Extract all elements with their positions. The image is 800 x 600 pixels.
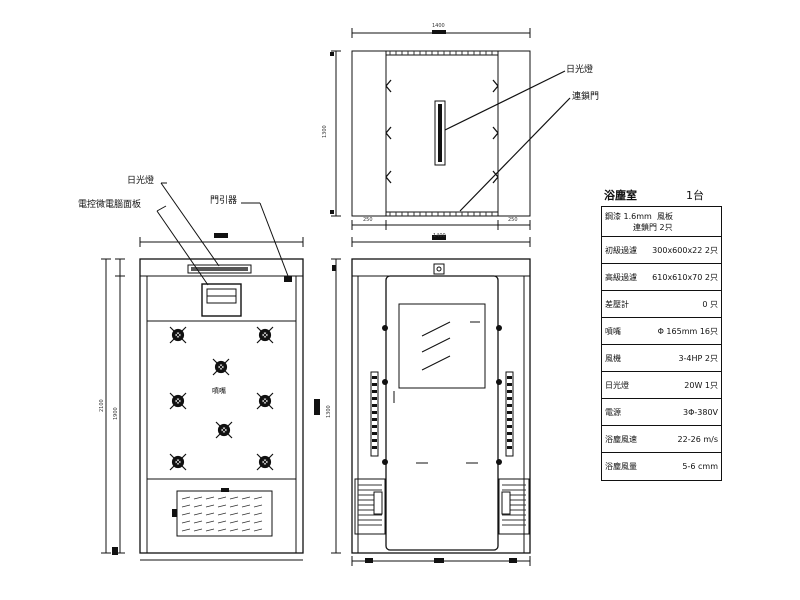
dim-side-left: 250 xyxy=(363,217,373,223)
top-view xyxy=(330,28,571,230)
spec-label: 電源 xyxy=(605,407,621,417)
spec-row: 浴塵風量 5-6 cmm xyxy=(602,453,721,480)
spec-row: 噴嘴 Φ 165mm 16只 xyxy=(602,318,721,345)
spec-value: 610x610x70 2只 xyxy=(652,272,718,282)
spec-value: 3-4HP 2只 xyxy=(678,353,718,363)
spec-label: 初級過濾 xyxy=(605,245,637,255)
spec-value: 5-6 cmm xyxy=(682,462,718,471)
front-daylight-lamp-label: 日光燈 xyxy=(127,176,155,186)
spec-value: 300x600x22 2只 xyxy=(652,245,718,255)
spec-row: 電源 3Φ-380V xyxy=(602,399,721,426)
spec-table: 鋼漆 1.6mm 風板 連鎖門 2只 初級過濾 300x600x22 2只 高級… xyxy=(601,206,722,481)
spec-row: 初級過濾 300x600x22 2只 xyxy=(602,237,721,264)
front-view xyxy=(101,182,304,561)
spec-label: 浴塵風量 xyxy=(605,462,637,471)
spec-label: 日光燈 xyxy=(605,380,629,390)
door-lock-label: 門引器 xyxy=(210,196,238,206)
spec-row: 日光燈 20W 1只 xyxy=(602,372,721,399)
control-panel-label: 電控微電腦面板 xyxy=(78,200,142,210)
spec-row: 浴塵風速 22-26 m/s xyxy=(602,426,721,453)
spec-label: 高級過濾 xyxy=(605,272,637,282)
spec-table-title: 浴塵室 xyxy=(604,189,637,202)
spec-label: 噴嘴 xyxy=(605,326,621,336)
spec-row: 差壓計 0 只 xyxy=(602,291,721,318)
spec-row: 鋼漆 1.6mm 風板 連鎖門 2只 xyxy=(602,207,721,237)
daylight-lamp-label: 日光燈 xyxy=(566,65,594,75)
spec-label: 差壓計 xyxy=(605,299,629,309)
dim-top-width: 1400 xyxy=(432,23,445,29)
spec-value: 22-26 m/s xyxy=(677,434,718,444)
spec-value: 3Φ-380V xyxy=(682,407,718,417)
dim-height: 2100 xyxy=(99,399,105,412)
nozzle-label: 噴嘴 xyxy=(212,387,226,395)
spec-value: Φ 165mm 16只 xyxy=(657,326,718,336)
dim-top-depth: 1300 xyxy=(322,125,328,138)
spec-row: 風機 3-4HP 2只 xyxy=(602,345,721,372)
spec-table-quantity: 1台 xyxy=(686,189,704,202)
spec-label: 風機 xyxy=(605,353,621,363)
spec-value: 風板 xyxy=(656,211,673,221)
nozzle-grid xyxy=(169,326,274,471)
dim-side-right: 250 xyxy=(508,217,518,223)
interlock-door-label: 連鎖門 xyxy=(572,92,600,102)
dim-front-width: 1400 xyxy=(433,233,446,239)
spec-value: 0 只 xyxy=(702,299,718,309)
spec-row: 高級過濾 610x610x70 2只 xyxy=(602,264,721,291)
dim-inner-height: 1900 xyxy=(113,407,119,420)
spec-value: 20W 1只 xyxy=(684,380,718,390)
spec-label: 浴塵風速 xyxy=(605,434,637,444)
spec-label: 鋼漆 1.6mm xyxy=(605,211,652,221)
side-view xyxy=(314,235,531,566)
spec-extra: 連鎖門 2只 xyxy=(633,222,673,232)
dim-side-height: 1300 xyxy=(326,405,332,418)
